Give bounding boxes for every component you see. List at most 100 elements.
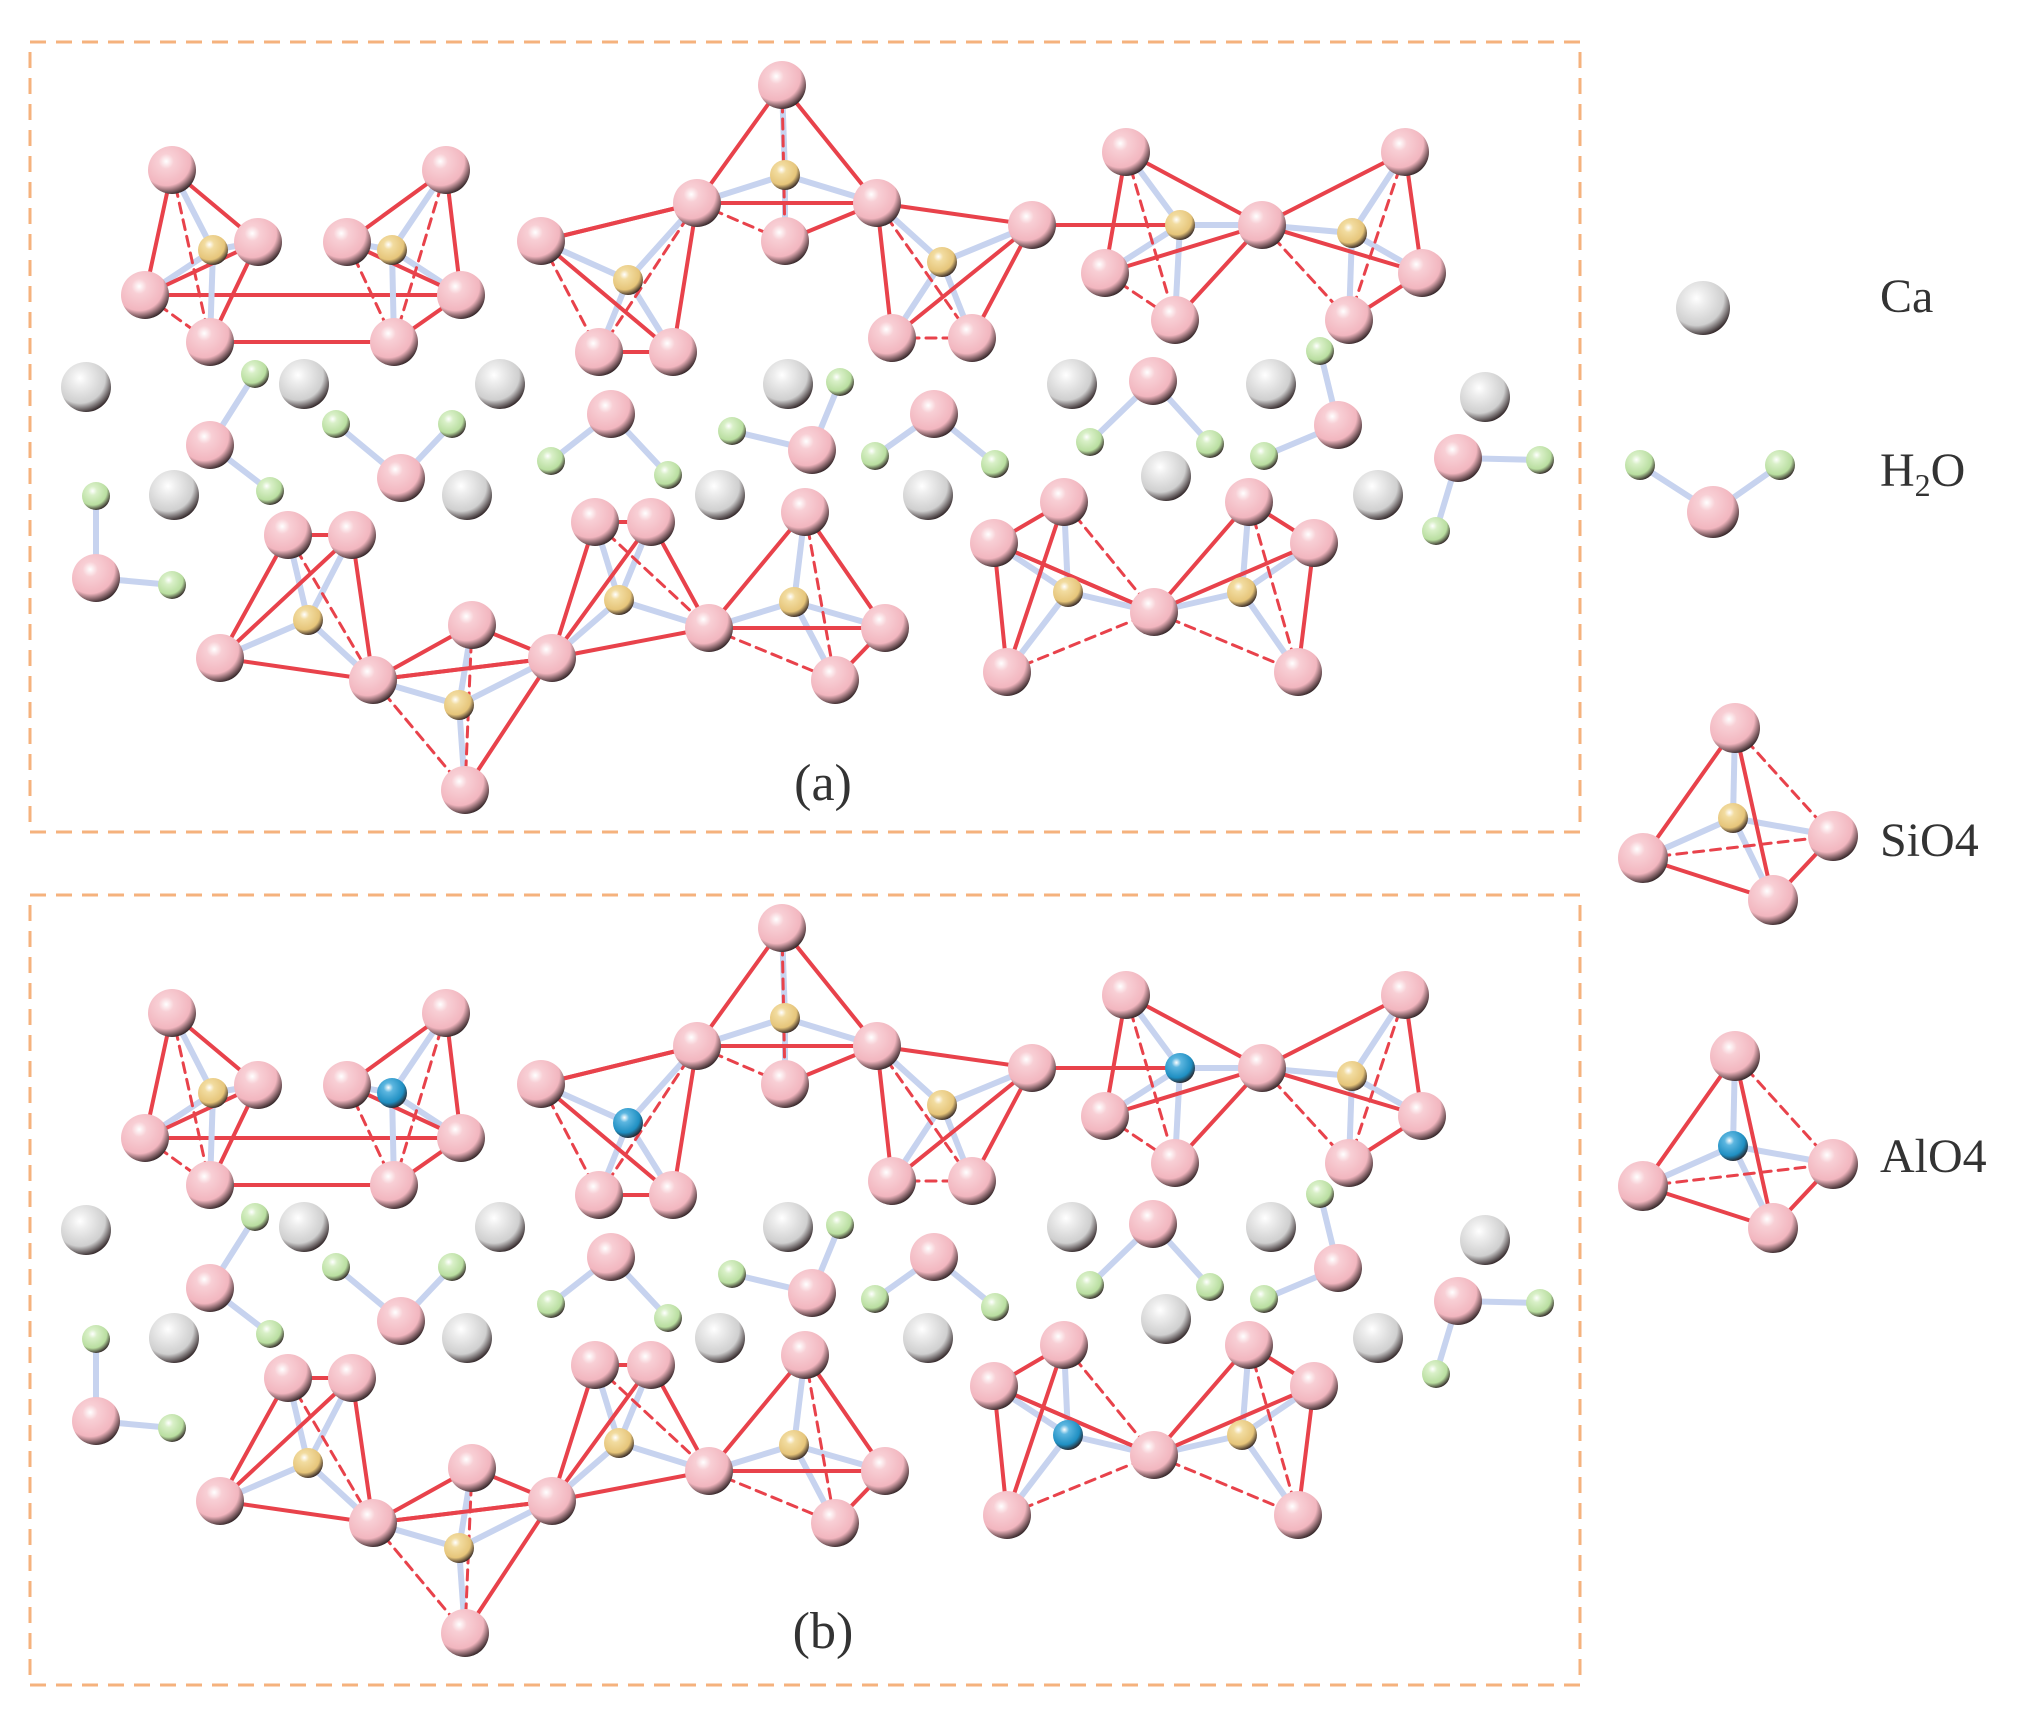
oxygen-atom (448, 601, 496, 649)
silicon-atom (779, 1430, 809, 1460)
back-edge (1347, 993, 1407, 1165)
back-edge (170, 1011, 212, 1187)
tetra-edge (218, 533, 354, 660)
back-edge (550, 1469, 711, 1503)
oxygen-atom (948, 1157, 996, 1205)
water-molecule (1250, 1180, 1362, 1313)
oxygen-atom (1040, 478, 1088, 526)
back-edge (1005, 610, 1156, 674)
back-edge (1247, 1343, 1300, 1517)
back-edge (218, 1499, 375, 1525)
oxygen-atom (1130, 1431, 1178, 1479)
silicon-atom (1227, 1420, 1257, 1450)
tetra-edge (371, 1499, 554, 1525)
oxygen-atom (1325, 1139, 1373, 1187)
oxygen-atom (983, 648, 1031, 696)
tetra-edge (539, 1044, 699, 1086)
calcium-atom (475, 1202, 525, 1252)
oxygen-swatch-icon (1808, 1139, 1858, 1189)
tetra-edge (1641, 726, 1737, 860)
tetra-edge (992, 1384, 1156, 1457)
oxygen-atom (781, 1331, 829, 1379)
back-edge (463, 623, 474, 792)
panel-b-structure (61, 904, 1554, 1657)
oxygen-atom (349, 1499, 397, 1547)
tetrahedron-12 (991, 1342, 1157, 1518)
oxygen-atom (422, 989, 470, 1037)
tetra-edge (780, 83, 879, 205)
water-oxygen-atom (1434, 434, 1482, 482)
oxygen-atom (422, 146, 470, 194)
water-molecule (861, 390, 1009, 478)
water-oxygen-atom (377, 454, 425, 502)
oxygen-swatch-icon (1687, 486, 1739, 538)
oxygen-atom (441, 1609, 489, 1657)
tetrahedron-12 (991, 499, 1157, 675)
tetra-edge (1260, 993, 1407, 1070)
tetra-edge (1124, 150, 1264, 227)
water-oxygen-atom (186, 421, 234, 469)
back-edge (218, 656, 375, 682)
hydrogen-atom (1526, 446, 1554, 474)
tetra-edge (1260, 223, 1424, 275)
tetra-edge (695, 926, 784, 1048)
calcium-atom (1141, 1294, 1191, 1344)
back-edge (1005, 1453, 1156, 1517)
oxygen-atom (761, 1060, 809, 1108)
silicon-atom (770, 160, 800, 190)
oxygen-atom (673, 1022, 721, 1070)
silicon-atom (1165, 210, 1195, 240)
water-molecule (718, 1211, 854, 1317)
calcium-atom (903, 470, 953, 520)
oxygen-atom (1151, 296, 1199, 344)
oxygen-atom (758, 904, 806, 952)
silicon-atom (1337, 218, 1367, 248)
back-edge (1641, 1162, 1835, 1188)
tetra-edge (671, 1044, 699, 1197)
silicon-atom (377, 235, 407, 265)
panel-b-label: (b) (793, 1603, 854, 1660)
oxygen-atom (196, 634, 244, 682)
oxygen-atom (868, 314, 916, 362)
oxygen-swatch-icon (1748, 1203, 1798, 1253)
oxygen-atom (1274, 648, 1322, 696)
tetrahedron-13 (1151, 499, 1317, 675)
water-oxygen-atom (587, 1233, 635, 1281)
water-oxygen-atom (377, 1297, 425, 1345)
back-edge (1247, 500, 1300, 674)
oxygen-atom (1130, 588, 1178, 636)
tetrahedron-10 (549, 519, 712, 661)
hydrogen-atom (981, 450, 1009, 478)
hydrogen-atom (537, 447, 565, 475)
hydrogen-atom (826, 1211, 854, 1239)
silicon-atom (927, 1090, 957, 1120)
back-edge (550, 626, 711, 660)
water-oxygen-atom (910, 1233, 958, 1281)
back-edge (286, 533, 375, 682)
tetra-edge (875, 1044, 1034, 1070)
water-molecule (72, 482, 186, 602)
back-edge (803, 510, 837, 682)
tetra-edge (695, 83, 784, 205)
water-molecule (1422, 434, 1554, 545)
tetra-edge (780, 926, 879, 1048)
calcium-atom (1141, 451, 1191, 501)
aluminum-atom (613, 1108, 643, 1138)
hydrogen-atom (438, 410, 466, 438)
calcium-atom (763, 359, 813, 409)
calcium-atom (1353, 1313, 1403, 1363)
hydrogen-atom (861, 1285, 889, 1313)
legend-sio4-swatch (1618, 703, 1858, 925)
tetra-edge (350, 1376, 375, 1525)
oxygen-atom (186, 1161, 234, 1209)
oxygen-atom (1398, 1092, 1446, 1140)
oxygen-atom (1398, 249, 1446, 297)
tetra-edge (890, 1066, 1034, 1183)
hydrogen-atom (241, 360, 269, 388)
oxygen-atom (148, 989, 196, 1037)
oxygen-atom (528, 1477, 576, 1525)
calcium-atom (1460, 1215, 1510, 1265)
water-molecule (537, 390, 682, 489)
tetrahedron-7 (1259, 149, 1425, 323)
hydrogen-atom (1422, 1360, 1450, 1388)
